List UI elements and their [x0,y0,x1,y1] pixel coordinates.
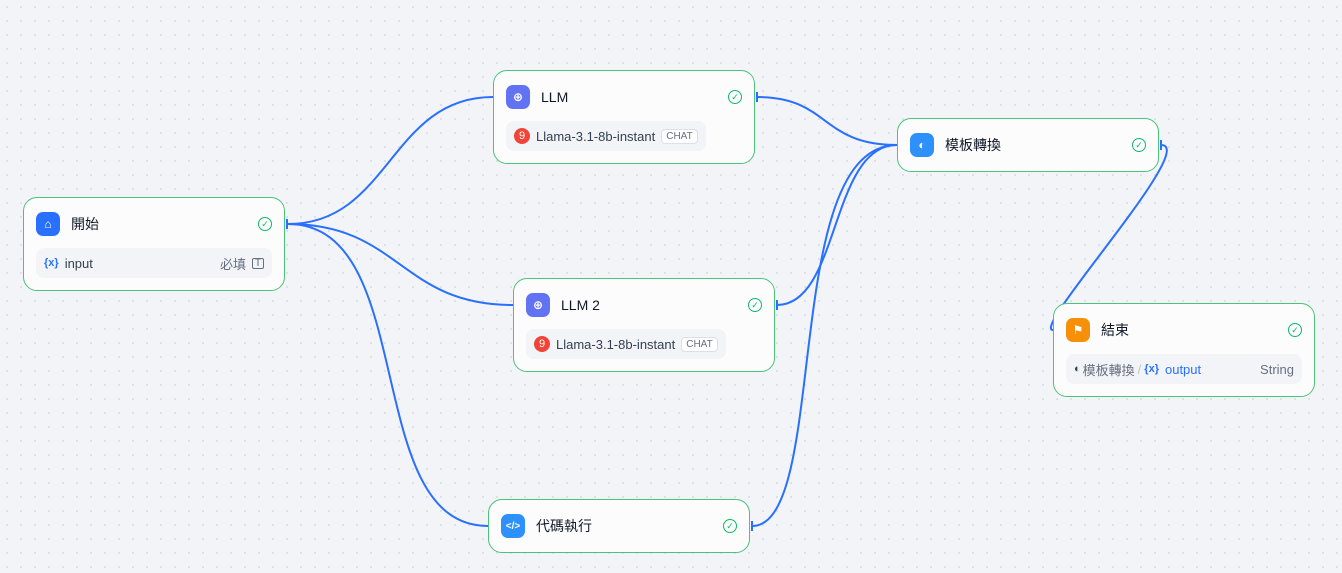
model-provider-icon: 9 [514,128,530,144]
start-output-handle[interactable] [286,219,288,229]
edge-start-llm [287,96,494,225]
node-end[interactable]: ⚑ 結束 ✓ ◐模板轉換/{x} output String [1053,303,1315,397]
node-template[interactable]: ◐ 模板轉換 ✓ [897,118,1159,172]
edge-code-template [751,144,898,527]
edge-start-code [287,223,489,527]
variable-name: input [64,255,93,271]
success-check-icon: ✓ [728,90,742,104]
flag-icon: ⚑ [1066,318,1090,342]
node-title: 結束 [1101,322,1129,338]
template-icon: ◐ [1074,363,1081,375]
node-title: 代碼執行 [536,518,592,534]
variable-row: {x} input 必填 T [36,248,272,278]
text-input-icon: T [252,257,264,269]
model-provider-icon: 9 [534,336,550,352]
success-check-icon: ✓ [1288,323,1302,337]
llm-icon: ⊕ [506,85,530,109]
variable-icon: {x} [44,257,59,269]
node-title: LLM [541,89,569,105]
variable-icon: {x} [1144,363,1159,375]
edge-llm-template [756,96,898,146]
model-row: 9 Llama-3.1-8b-instant CHAT [526,329,726,359]
code-output-handle[interactable] [751,521,753,531]
template-icon: ◐ [910,133,934,157]
model-row: 9 Llama-3.1-8b-instant CHAT [506,121,706,151]
output-row: ◐模板轉換/{x} output String [1066,354,1302,384]
mode-badge: CHAT [681,336,718,352]
llm-icon: ⊕ [526,293,550,317]
llm-output-handle[interactable] [756,92,758,102]
success-check-icon: ✓ [748,298,762,312]
node-title: 模板轉換 [945,137,1001,153]
variable-type: String [1260,361,1294,377]
edge-llm2-template [776,144,898,306]
edge-start-llm2 [287,223,514,306]
template-output-handle[interactable] [1160,140,1162,150]
model-name: Llama-3.1-8b-instant [536,128,656,144]
mode-badge: CHAT [661,128,698,144]
variable-name: output [1164,361,1202,377]
success-check-icon: ✓ [723,519,737,533]
success-check-icon: ✓ [258,217,272,231]
node-code[interactable]: </> 代碼執行 ✓ [488,499,750,553]
node-start[interactable]: ⌂ 開始 ✓ {x} input 必填 T [23,197,285,291]
separator: / [1137,361,1142,377]
node-llm2[interactable]: ⊕ LLM 2 ✓ 9 Llama-3.1-8b-instant CHAT [513,278,775,372]
code-icon: </> [501,514,525,538]
node-title: 開始 [71,216,99,232]
node-title: LLM 2 [561,297,600,313]
model-name: Llama-3.1-8b-instant [556,336,676,352]
required-label: 必填 [219,256,246,272]
home-icon: ⌂ [36,212,60,236]
source-node: 模板轉換 [1082,362,1135,378]
success-check-icon: ✓ [1132,138,1146,152]
node-llm[interactable]: ⊕ LLM ✓ 9 Llama-3.1-8b-instant CHAT [493,70,755,164]
llm2-output-handle[interactable] [776,300,778,310]
